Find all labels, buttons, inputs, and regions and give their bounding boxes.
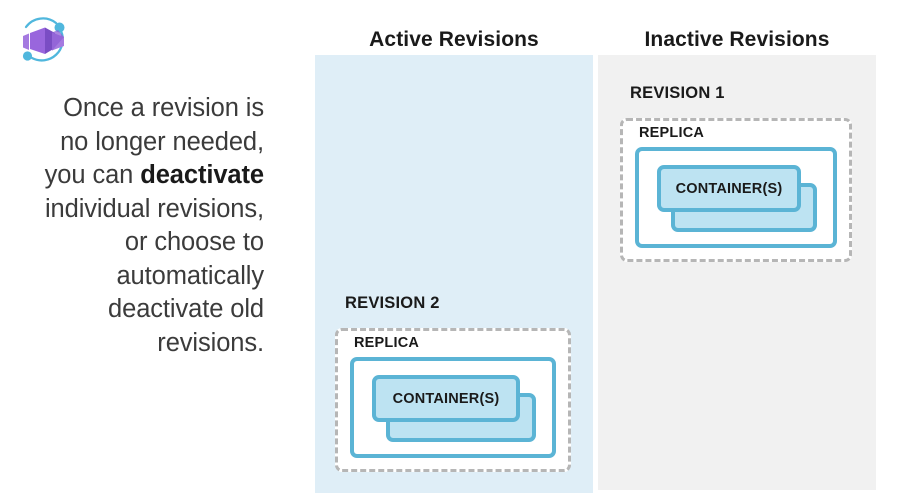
revision-2-label: REVISION 2 — [345, 294, 440, 312]
description-line-1: Once a revision is — [63, 94, 264, 122]
revision-2-dashed-boundary: REPLICA CONTAINER(S) — [335, 328, 571, 472]
description-line-8: revisions. — [157, 328, 264, 357]
active-revisions-heading: Active Revisions — [369, 28, 539, 51]
revision-2-container-box-front: CONTAINER(S) — [372, 375, 520, 422]
revision-1-container-box-front: CONTAINER(S) — [657, 165, 801, 212]
description-line-3-prefix: you can — [44, 161, 141, 189]
revision-1-container-label: CONTAINER(S) — [675, 180, 783, 197]
revision-1-replica-label: REPLICA — [639, 125, 705, 141]
description-line-4: individual revisions, — [44, 194, 264, 223]
description-emphasis-deactivate: deactivate — [140, 161, 264, 189]
revision-group-2: REVISION 2 REPLICA CONTAINER(S) — [335, 294, 575, 476]
revision-2-replica-box: CONTAINER(S) — [350, 357, 556, 458]
description-line-5: or choose to — [124, 228, 264, 256]
revision-1-replica-box: CONTAINER(S) — [635, 147, 837, 248]
description-line-6: automatically — [116, 261, 264, 290]
revision-1-container-stack: CONTAINER(S) — [657, 165, 817, 232]
azure-container-apps-icon — [14, 14, 72, 68]
revision-2-container-stack: CONTAINER(S) — [372, 375, 536, 442]
revision-1-dashed-boundary: REPLICA CONTAINER(S) — [620, 118, 852, 262]
description-line-7: deactivate old — [108, 295, 264, 323]
revision-2-container-label: CONTAINER(S) — [392, 390, 500, 407]
revision-group-1: REVISION 1 REPLICA CONTAINER(S) — [620, 84, 856, 266]
description-column: Once a revision is no longer needed, you… — [0, 0, 295, 501]
inactive-revisions-heading: Inactive Revisions — [644, 28, 830, 51]
description-line-2: no longer needed, — [60, 127, 264, 156]
revision-2-replica-label: REPLICA — [354, 335, 420, 351]
revision-1-label: REVISION 1 — [630, 84, 725, 102]
description-paragraph: Once a revision is no longer needed, you… — [8, 92, 264, 360]
